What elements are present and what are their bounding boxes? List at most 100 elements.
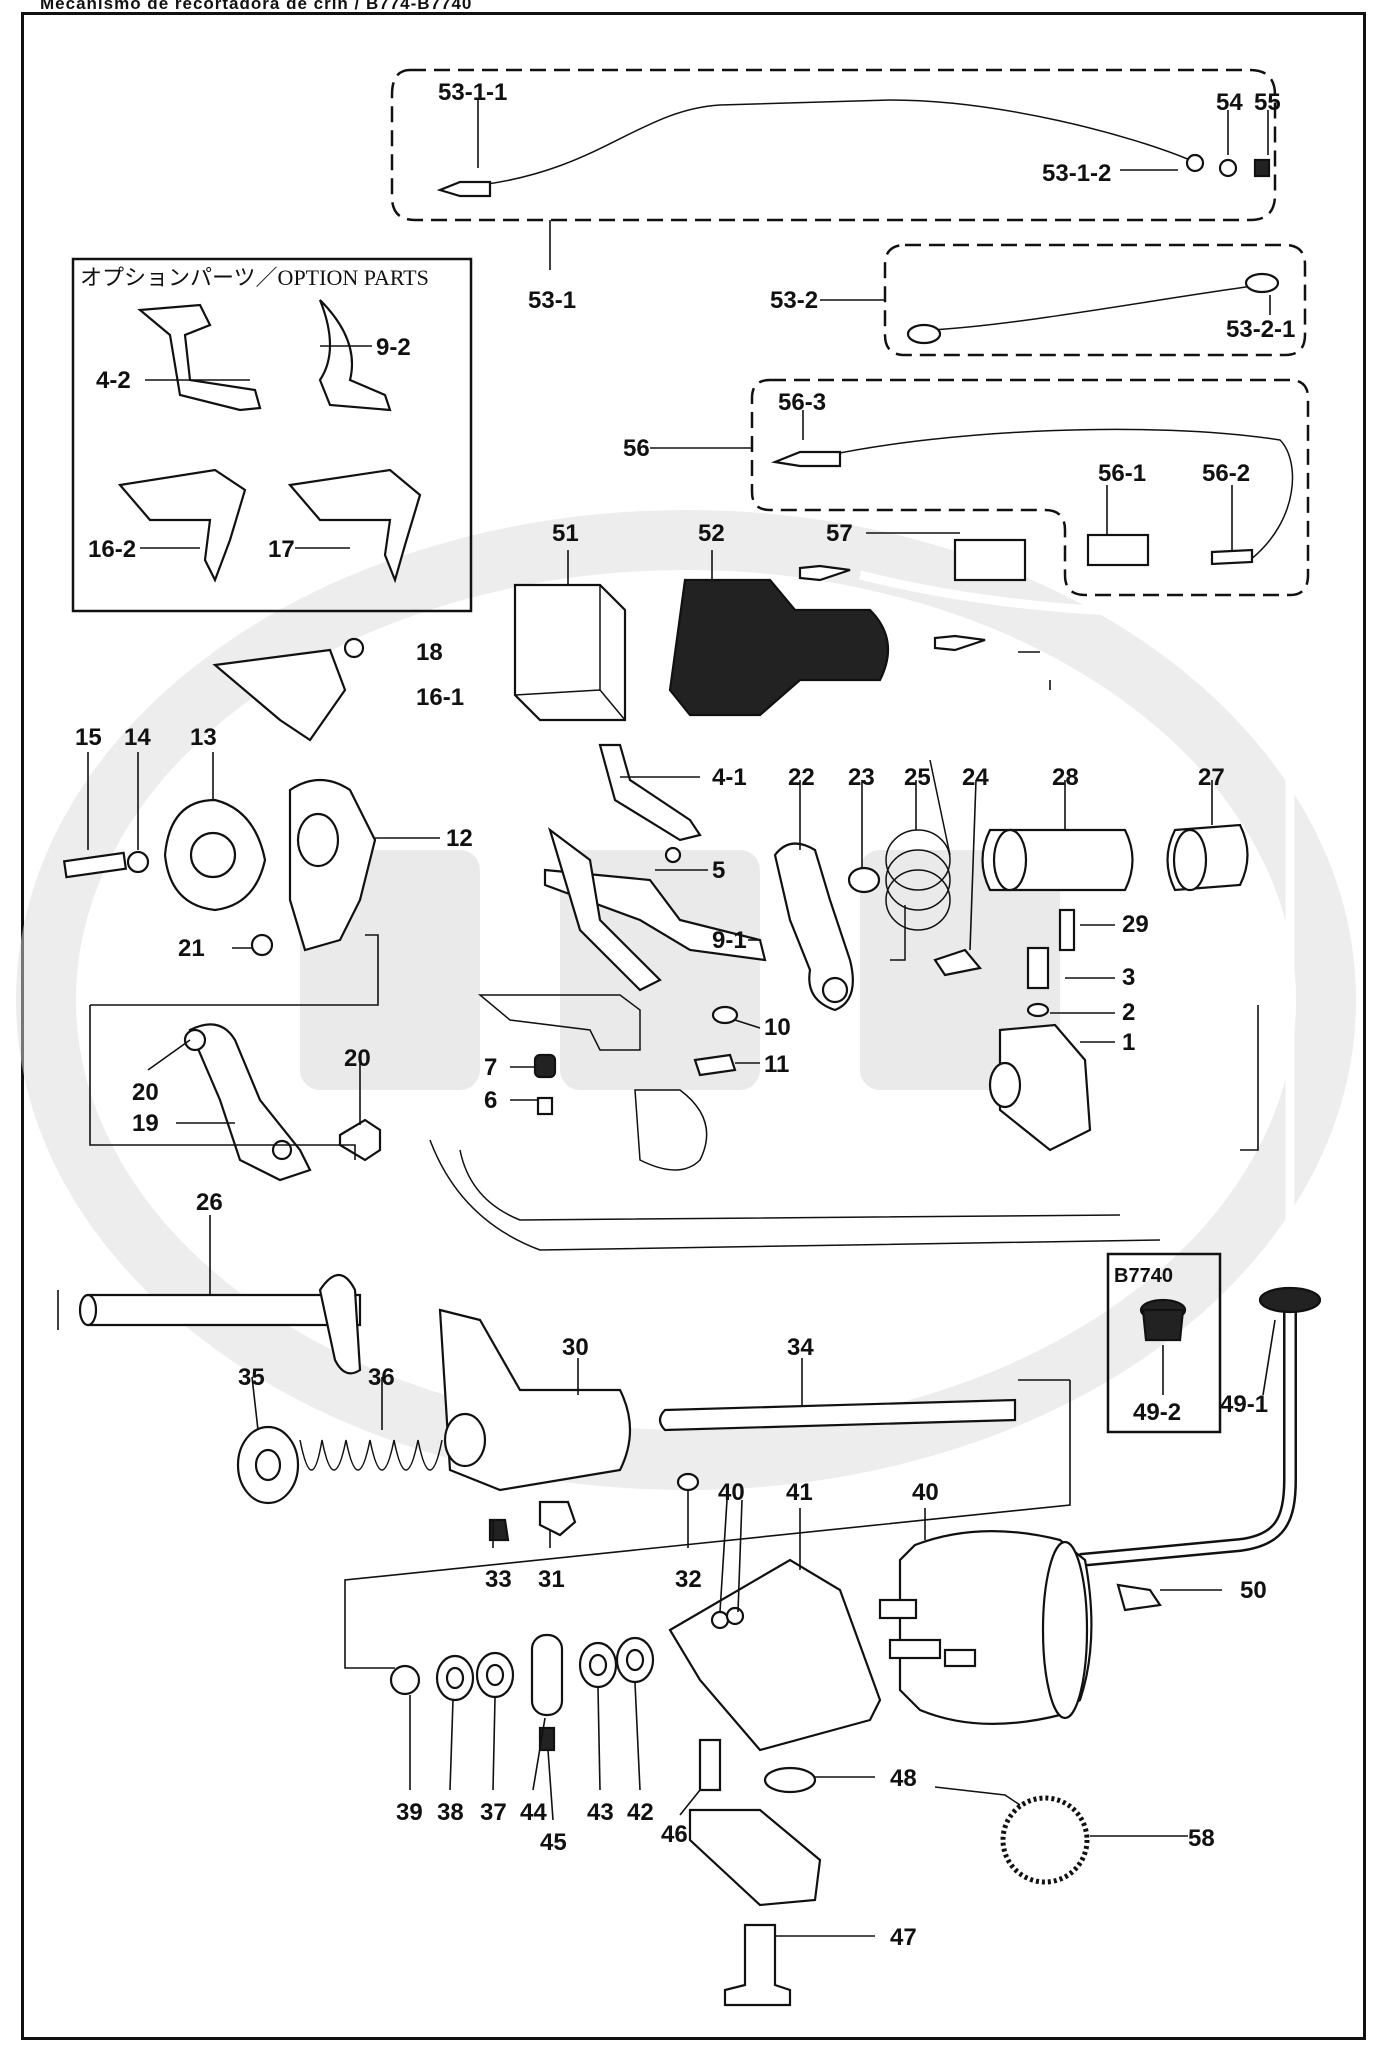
callout-12: 12 [446, 825, 473, 852]
callout-16-1: 16-1 [416, 684, 464, 711]
callout-15: 15 [75, 724, 102, 751]
callout-58: 58 [1188, 1825, 1215, 1852]
part-52-boot [668, 578, 890, 717]
callout-43: 43 [587, 1799, 614, 1826]
callout-53-2: 53-2 [770, 287, 818, 314]
motor-bracket-assembly [668, 1530, 1162, 2007]
callout-53-1: 53-1 [528, 287, 576, 314]
callout-1: 1 [1122, 1029, 1135, 1056]
callout-4-2: 4-2 [96, 367, 131, 394]
callout-53-2-1: 53-2-1 [1226, 316, 1295, 343]
callout-18: 18 [416, 639, 443, 666]
callout-37: 37 [480, 1799, 507, 1826]
callout-45: 45 [540, 1829, 567, 1856]
callout-40a: 40 [718, 1479, 745, 1506]
callout-26: 26 [196, 1189, 223, 1216]
part-51-connector [513, 583, 627, 722]
callout-20a: 20 [132, 1079, 159, 1106]
chain-58 [934, 1786, 1090, 1885]
cutter-assembly-left [62, 637, 377, 957]
cylinder-assembly [236, 1308, 1017, 1542]
callout-42: 42 [627, 1799, 654, 1826]
svp-watermark-logo-icon [16, 510, 1356, 1490]
callout-53-1-1: 53-1-1 [438, 79, 507, 106]
callout-19: 19 [132, 1110, 159, 1137]
part-26-shaft [78, 1273, 362, 1375]
part-57-connector [953, 538, 1027, 582]
callout-32: 32 [675, 1566, 702, 1593]
callout-5: 5 [712, 857, 725, 884]
callout-23: 23 [848, 764, 875, 791]
callout-50: 50 [1240, 1577, 1267, 1604]
callout-2: 2 [1122, 999, 1135, 1026]
callout-16-2: 16-2 [88, 536, 136, 563]
section-guide-lines [57, 934, 1259, 1669]
callout-36: 36 [368, 1364, 395, 1391]
callout-9-2: 9-2 [376, 334, 411, 361]
box-56 [750, 378, 1310, 597]
callout-9-1: 9-1 [712, 927, 747, 954]
callout-41: 41 [786, 1479, 813, 1506]
spring-25 [885, 759, 951, 961]
callout-56-3: 56-3 [778, 389, 826, 416]
cable-main [798, 564, 1297, 1567]
callout-14: 14 [124, 724, 151, 751]
parts-22-25 [773, 759, 983, 1012]
parts-1-3-27-29 [981, 823, 1249, 1152]
callout-10: 10 [764, 1014, 791, 1041]
callout-22: 22 [788, 764, 815, 791]
callout-40b: 40 [912, 1479, 939, 1506]
box-53-1 [390, 68, 1277, 222]
callout-35: 35 [238, 1364, 265, 1391]
callout-47: 47 [890, 1924, 917, 1951]
callout-46: 46 [661, 1821, 688, 1848]
callout-56-1: 56-1 [1098, 460, 1146, 487]
callout-7: 7 [484, 1054, 497, 1081]
callout-24: 24 [962, 764, 989, 791]
callout-57: 57 [826, 520, 853, 547]
callout-labels: 53-1-1 53-1-2 54 55 53-1 53-2 53-2-1 56-… [75, 79, 1295, 1951]
callout-4-1: 4-1 [712, 764, 747, 791]
option-parts-box [71, 257, 473, 613]
callout-53-1-2: 53-1-2 [1042, 160, 1111, 187]
callout-56: 56 [623, 435, 650, 462]
callout-27: 27 [1198, 764, 1225, 791]
callout-49-2: 49-2 [1133, 1399, 1181, 1426]
callout-21: 21 [178, 935, 205, 962]
callout-20b: 20 [344, 1045, 371, 1072]
parts-4-1-9-1 [543, 743, 767, 992]
wire-56 [770, 428, 1294, 567]
callout-3: 3 [1122, 964, 1135, 991]
box-53-2 [883, 243, 1307, 357]
page-header: Mecanismo de recortadora de crin / B774-… [40, 0, 473, 13]
callout-55: 55 [1254, 89, 1281, 116]
callout-56-2: 56-2 [1202, 460, 1250, 487]
callout-39: 39 [396, 1799, 423, 1826]
inset-box-b7740 [1106, 1252, 1222, 1434]
callout-34: 34 [787, 1334, 814, 1361]
callout-29: 29 [1122, 911, 1149, 938]
leader-lines [87, 100, 1276, 1937]
callout-13: 13 [190, 724, 217, 751]
grommet-parts [1139, 1286, 1322, 1342]
inset-label: B7740 [1114, 1265, 1173, 1287]
callout-25: 25 [904, 764, 931, 791]
wire-53-1 [436, 99, 1271, 198]
option-part-drawings [117, 299, 422, 584]
callout-33: 33 [485, 1566, 512, 1593]
washer-parts [389, 1633, 655, 1752]
spring-36 [299, 1439, 443, 1471]
base-plate-area [183, 994, 1161, 1251]
callout-54: 54 [1216, 89, 1243, 116]
callout-51: 51 [552, 520, 579, 547]
callout-44: 44 [520, 1799, 547, 1826]
callout-17: 17 [268, 536, 295, 563]
wire-53-2 [906, 272, 1280, 345]
callout-49-1: 49-1 [1220, 1391, 1268, 1418]
callout-38: 38 [437, 1799, 464, 1826]
option-parts-title: オプションパーツ／OPTION PARTS [80, 265, 429, 290]
callout-30: 30 [562, 1334, 589, 1361]
callout-11: 11 [764, 1051, 789, 1078]
callout-52: 52 [698, 520, 725, 547]
